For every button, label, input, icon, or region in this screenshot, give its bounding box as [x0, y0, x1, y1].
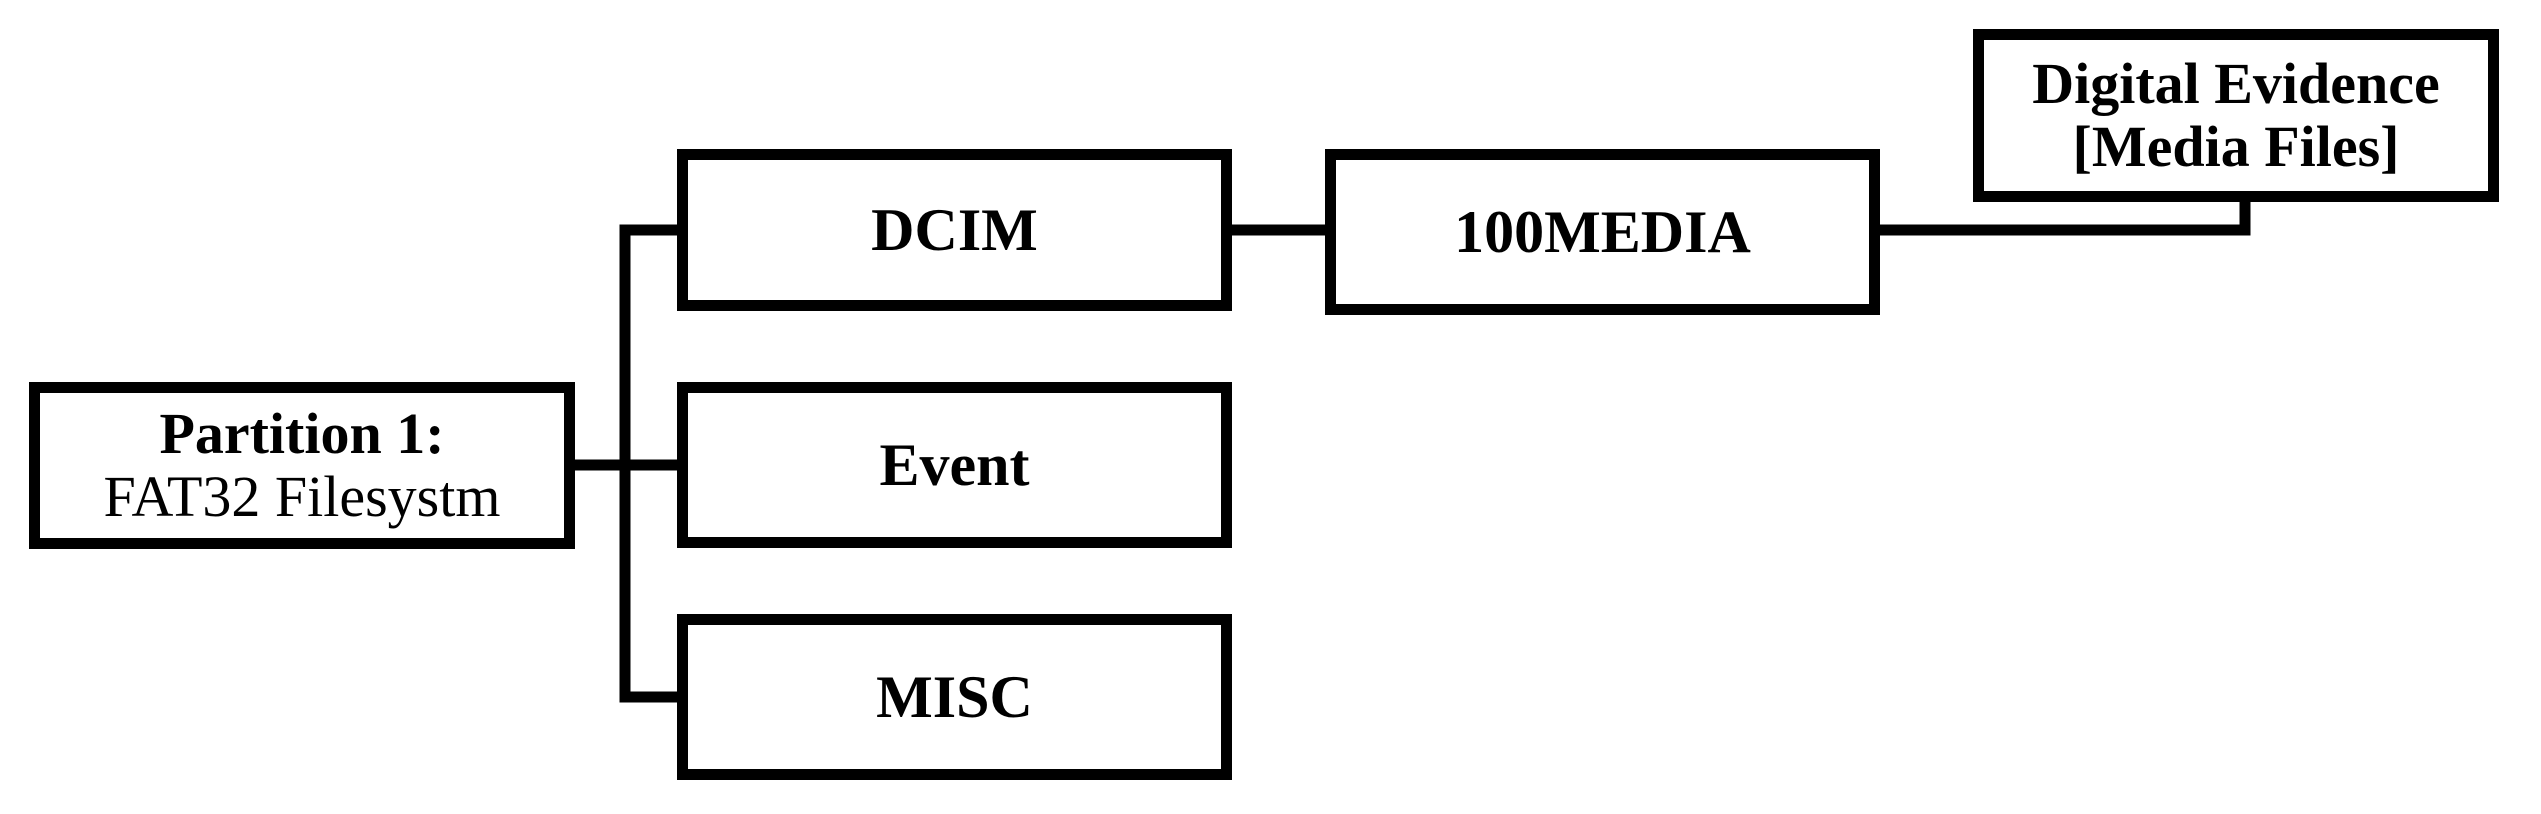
misc-folder-node: MISC: [677, 614, 1232, 780]
digital-evidence-node: Digital Evidence [Media Files]: [1973, 29, 2499, 202]
partition-subtitle: FAT32 Filesystm: [103, 463, 501, 529]
evidence-line2: [Media Files]: [2072, 113, 2400, 179]
misc-label: MISC: [876, 663, 1033, 730]
media-folder-node: 100MEDIA: [1325, 149, 1880, 315]
partition-node: Partition 1: FAT32 Filesystm: [29, 382, 575, 549]
event-label: Event: [879, 431, 1030, 498]
evidence-line1: Digital Evidence: [2032, 50, 2440, 116]
partition-title: Partition 1:: [159, 400, 445, 466]
dcim-label: DCIM: [871, 196, 1038, 263]
event-folder-node: Event: [677, 382, 1232, 548]
media-label: 100MEDIA: [1454, 198, 1751, 265]
dcim-folder-node: DCIM: [677, 149, 1232, 311]
